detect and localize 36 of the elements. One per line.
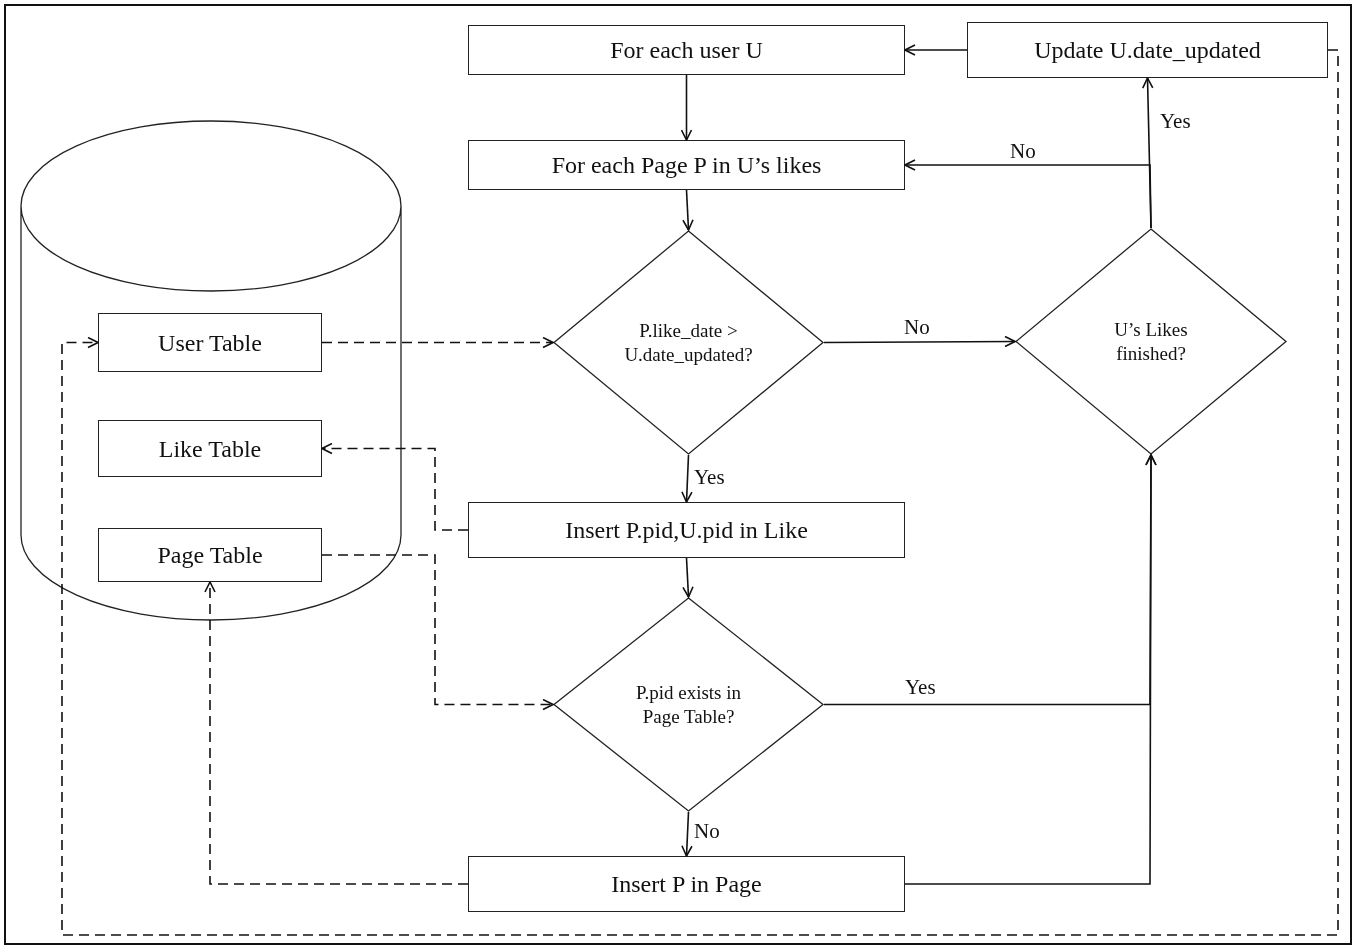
dashed-arrow [321,442,469,531]
box-label: Insert P in Page [611,870,762,899]
arrow [823,335,1016,348]
box-label: Like Table [158,434,262,464]
arrow [680,74,693,141]
arrow [904,454,1157,885]
process-box [967,22,1328,78]
table-box [98,528,322,582]
box-label: P.like_date > U.date_updated? [623,318,754,367]
box-label: User Table [158,328,262,358]
dashed-arrow [321,554,554,711]
box-label: U’s Likes finished? [1113,317,1189,366]
decision-diamond [1015,228,1287,455]
box-label: Page Table [157,541,263,570]
dashed-arrow [204,581,469,885]
box-label: For each user U [610,36,763,65]
arrow [682,557,694,598]
process-box [468,140,905,190]
process-box [468,25,905,75]
arrow [681,454,693,503]
arrow [904,44,968,56]
decision-diamond [553,230,824,455]
arrow [682,189,694,231]
process-box [468,856,905,912]
table-box [98,313,322,372]
table-box [98,420,322,477]
database-cylinder [20,120,402,622]
box-label: P.pid exists in Page Table? [634,680,743,729]
process-box [468,502,905,558]
arrow [904,159,1152,229]
decision-diamond [553,597,824,812]
box-label: Insert P.pid,U.pid in Like [565,516,808,545]
arrow [681,811,693,857]
box-label: For each Page P in U’s likes [551,151,822,180]
dashed-arrow [321,336,554,349]
box-label: Update U.date_updated [1034,36,1261,65]
